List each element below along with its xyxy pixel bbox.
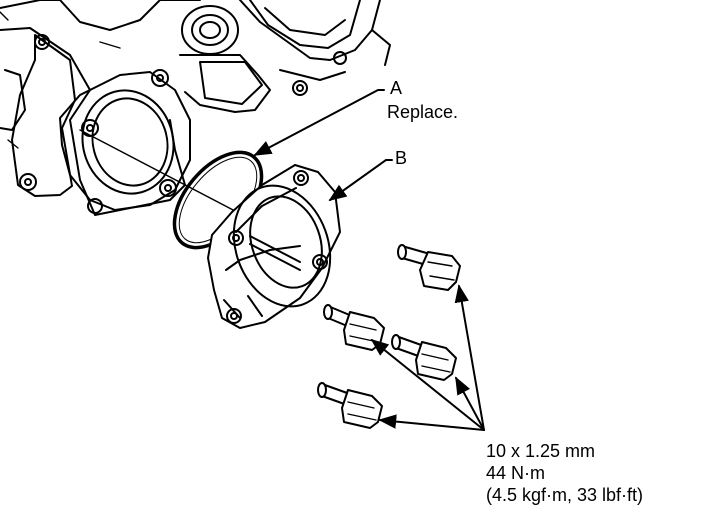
bolt-1 <box>397 244 461 291</box>
torque-nm-text: 44 N·m <box>486 463 546 483</box>
leader-torque <box>370 284 485 431</box>
label-b: B <box>395 148 408 168</box>
bolt-size-text: 10 x 1.25 mm <box>486 441 596 461</box>
bolt-4 <box>317 382 383 429</box>
label-a-note: Replace. <box>387 102 459 122</box>
torque-alt-text: (4.5 kgf·m, 33 lbf·ft) <box>486 485 644 505</box>
label-a: A <box>390 78 403 98</box>
transmission-housing <box>0 0 391 216</box>
leader-b <box>328 159 393 202</box>
leader-a <box>253 89 385 156</box>
bolt-3 <box>391 334 457 381</box>
bearing-housing <box>207 164 341 329</box>
bolt-2 <box>323 304 385 351</box>
